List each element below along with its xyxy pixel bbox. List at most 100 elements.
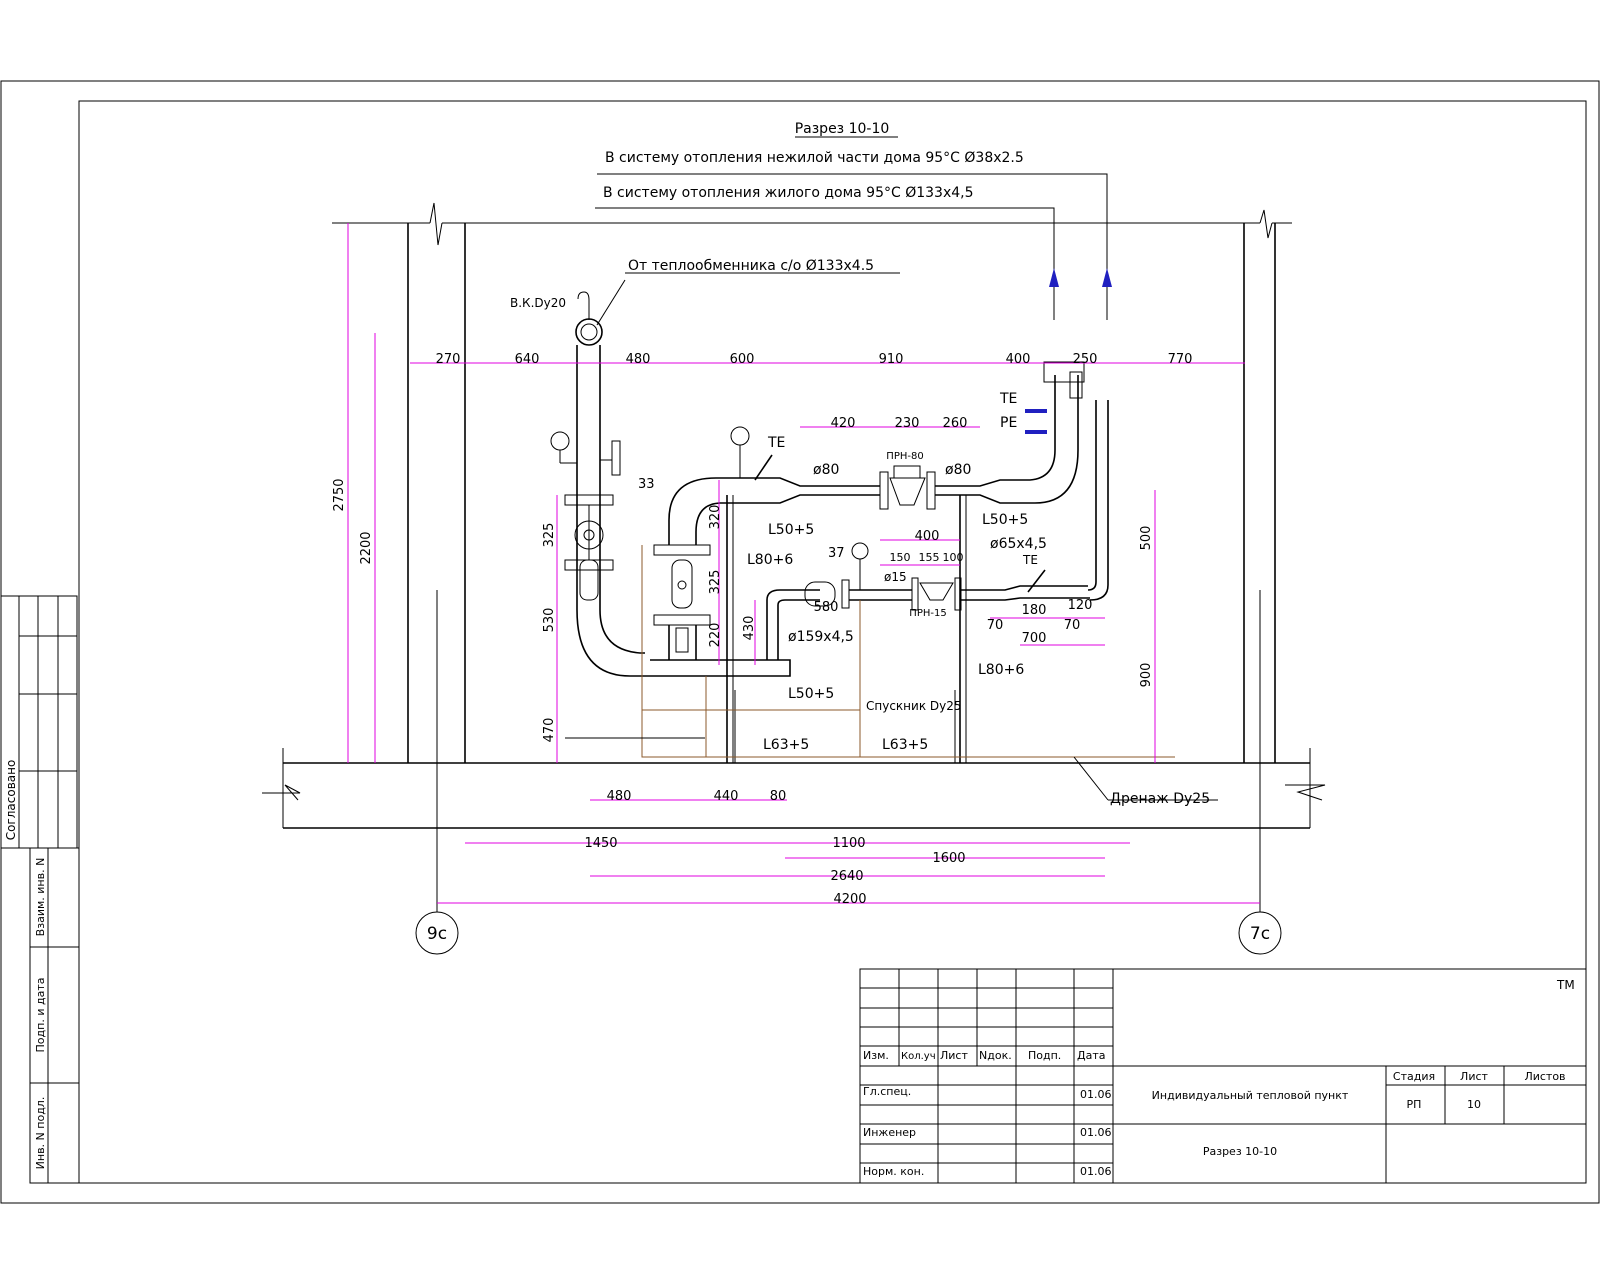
svg-text:Стадия: Стадия (1393, 1070, 1435, 1083)
svg-text:ø80: ø80 (945, 462, 971, 478)
svg-text:Дренаж Dy25: Дренаж Dy25 (1110, 791, 1210, 807)
dims-mid: 400 150 155 100 (890, 529, 964, 564)
svg-text:L50+5: L50+5 (788, 686, 834, 702)
svg-text:420: 420 (831, 416, 856, 431)
svg-text:180: 180 (1022, 603, 1047, 618)
svg-text:530: 530 (542, 608, 557, 633)
svg-text:400: 400 (1006, 352, 1031, 367)
svg-text:1600: 1600 (932, 851, 965, 866)
note-heating-nonres: В систему отопления нежилой части дома 9… (605, 150, 1024, 166)
svg-text:325: 325 (542, 523, 557, 548)
svg-text:155: 155 (919, 551, 940, 564)
svg-text:Лист: Лист (1460, 1070, 1488, 1083)
svg-text:Гл.спец.: Гл.спец. (863, 1085, 911, 1098)
svg-text:Дата: Дата (1077, 1049, 1105, 1062)
svg-text:250: 250 (1073, 352, 1098, 367)
svg-text:910: 910 (879, 352, 904, 367)
svg-text:440: 440 (714, 789, 739, 804)
svg-text:Кол.уч: Кол.уч (901, 1051, 936, 1062)
axis-marker-right (1238, 911, 1282, 955)
svg-text:Инв. N подл.: Инв. N подл. (34, 1097, 47, 1170)
svg-text:От теплообменника с/о Ø133х4.5: От теплообменника с/о Ø133х4.5 (628, 258, 874, 274)
svg-text:480: 480 (607, 789, 632, 804)
svg-text:ø159х4,5: ø159х4,5 (788, 629, 854, 645)
axis-marker-left (415, 911, 459, 955)
svg-text:580: 580 (814, 600, 839, 615)
svg-text:640: 640 (515, 352, 540, 367)
svg-text:TE: TE (999, 391, 1017, 407)
title-block: ТМ Изм. Кол.уч Лист Nдок. Подп. Дата Гл.… (859, 968, 1587, 1184)
svg-text:Согласовано: Согласовано (4, 760, 18, 841)
dims-bottom: 480 440 80 1450 1100 1600 2640 4200 (584, 789, 965, 907)
svg-text:ПРН-80: ПРН-80 (886, 451, 923, 462)
svg-text:В.К.Dy20: В.К.Dy20 (510, 296, 566, 310)
dims-upper: 420 230 260 (831, 416, 968, 431)
svg-text:220: 220 (708, 623, 723, 648)
svg-text:Nдок.: Nдок. (979, 1049, 1012, 1062)
svg-text:4200: 4200 (833, 892, 866, 907)
svg-text:01.06: 01.06 (1080, 1165, 1112, 1178)
svg-text:L50+5: L50+5 (982, 512, 1028, 528)
svg-text:70: 70 (1064, 618, 1081, 633)
svg-text:120: 120 (1068, 598, 1093, 613)
svg-text:600: 600 (730, 352, 755, 367)
svg-text:ø65х4,5: ø65х4,5 (990, 536, 1047, 552)
svg-text:2750: 2750 (332, 478, 347, 511)
svg-text:L80+6: L80+6 (747, 552, 793, 568)
svg-text:Норм. кон.: Норм. кон. (863, 1165, 924, 1178)
svg-text:L80+6: L80+6 (978, 662, 1024, 678)
svg-text:80: 80 (770, 789, 787, 804)
svg-text:480: 480 (626, 352, 651, 367)
svg-text:100: 100 (943, 551, 964, 564)
axis-label-left: 9с (427, 924, 447, 944)
svg-text:L50+5: L50+5 (768, 522, 814, 538)
svg-text:Подп. и дата: Подп. и дата (34, 978, 47, 1053)
svg-text:Взаим. инв. N: Взаим. инв. N (34, 858, 47, 937)
flow-arrow-nonres (1102, 268, 1112, 287)
svg-text:01.06: 01.06 (1080, 1126, 1112, 1139)
svg-text:2640: 2640 (830, 869, 863, 884)
svg-text:470: 470 (542, 718, 557, 743)
svg-text:430: 430 (742, 616, 757, 641)
svg-text:01.06: 01.06 (1080, 1088, 1112, 1101)
svg-text:L63+5: L63+5 (763, 737, 809, 753)
dims-small: 580 180 120 70 70 700 (814, 598, 1093, 646)
svg-text:700: 700 (1022, 631, 1047, 646)
svg-text:Листов: Листов (1524, 1070, 1565, 1083)
svg-text:Спускник Dy25: Спускник Dy25 (866, 699, 962, 713)
svg-text:325: 325 (708, 570, 723, 595)
svg-text:500: 500 (1139, 526, 1154, 551)
svg-text:770: 770 (1168, 352, 1193, 367)
dims-vertical: 2750 2200 325 530 470 320 325 220 430 50… (332, 478, 1154, 742)
svg-text:33: 33 (638, 477, 655, 492)
svg-text:Подп.: Подп. (1028, 1049, 1061, 1062)
note-heating-res: В систему отопления жилого дома 95°С Ø13… (603, 185, 974, 201)
flow-arrow-res (1049, 268, 1059, 287)
section-title: Разрез 10-10 (795, 121, 890, 137)
svg-text:900: 900 (1139, 663, 1154, 688)
side-stamp: Согласовано Взаим. инв. N Подп. и дата И… (0, 595, 80, 1184)
svg-text:РП: РП (1407, 1098, 1422, 1111)
svg-text:37: 37 (828, 546, 845, 561)
svg-text:ø80: ø80 (813, 462, 839, 478)
inner-frame (78, 100, 1587, 1184)
svg-text:TE: TE (1022, 553, 1038, 567)
svg-text:PE: PE (1000, 415, 1017, 431)
svg-text:L63+5: L63+5 (882, 737, 928, 753)
svg-text:ТМ: ТМ (1556, 978, 1575, 992)
svg-text:10: 10 (1467, 1098, 1481, 1111)
svg-text:TE: TE (767, 435, 785, 451)
pipe-annotations: От теплообменника с/о Ø133х4.5 В.К.Dy20 … (510, 258, 1210, 807)
svg-text:270: 270 (436, 352, 461, 367)
axis-label-right: 7с (1250, 924, 1270, 944)
svg-text:Индивидуальный тепловой пункт: Индивидуальный тепловой пункт (1152, 1089, 1349, 1102)
svg-text:ПРН-15: ПРН-15 (909, 608, 946, 619)
svg-text:Лист: Лист (940, 1049, 968, 1062)
svg-text:230: 230 (895, 416, 920, 431)
svg-text:Разрез 10-10: Разрез 10-10 (1203, 1145, 1277, 1158)
svg-text:260: 260 (943, 416, 968, 431)
svg-text:70: 70 (987, 618, 1004, 633)
svg-text:ø15: ø15 (884, 570, 907, 584)
svg-text:1450: 1450 (584, 836, 617, 851)
